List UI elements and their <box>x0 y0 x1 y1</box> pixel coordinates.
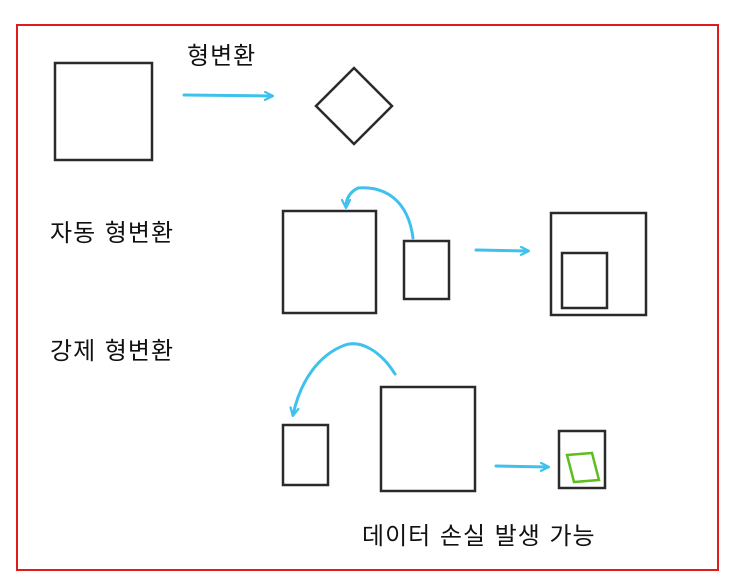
conversion-arrow <box>182 95 272 96</box>
explicit-result-box <box>557 429 607 490</box>
label-data-loss: 데이터 손실 발생 가능 <box>362 522 596 550</box>
outer-frame <box>16 24 719 571</box>
original-square <box>53 61 154 162</box>
converted-diamond <box>314 66 394 146</box>
explicit-small-box <box>281 423 330 487</box>
small-type-box <box>402 239 451 301</box>
label-explicit-conversion: 강제 형변환 <box>50 337 175 365</box>
data-loss-shape <box>565 451 601 484</box>
label-implicit-conversion: 자동 형변환 <box>50 219 175 247</box>
result-small-inside <box>560 251 609 310</box>
explicit-result-arrow <box>494 466 548 467</box>
large-type-box <box>281 209 378 315</box>
label-shape-conversion: 형변환 <box>187 42 257 70</box>
implicit-curve-arrow <box>346 186 415 240</box>
explicit-curve-arrow <box>293 342 397 415</box>
implicit-result-arrow <box>474 250 528 251</box>
explicit-large-box <box>379 385 477 493</box>
result-large-box <box>549 211 648 317</box>
